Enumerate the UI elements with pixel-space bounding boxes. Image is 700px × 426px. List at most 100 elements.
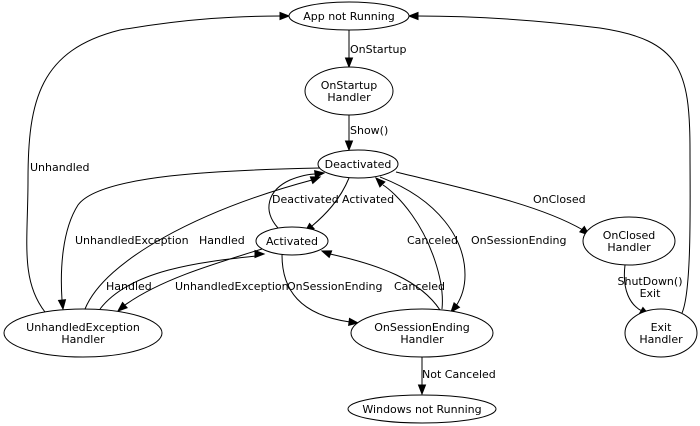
edge-activated-to-onsessionending: [281, 254, 360, 327]
edge-label-onclosed: OnClosed: [533, 193, 586, 206]
edge-label-canceled-inner: Canceled: [394, 280, 445, 293]
edge-label-unhandled-exception-outer: UnhandledException: [75, 234, 189, 247]
edge-activated-to-deactivated-arrowhead: [314, 169, 326, 179]
edge-deactivated-to-activated-line: [311, 177, 350, 227]
edge-label-show-text: Show(): [350, 124, 388, 137]
nodes: App not RunningOnStartupHandlerDeactivat…: [3, 1, 698, 424]
edge-label-onsessionending-inner: OnSessionEnding: [287, 280, 383, 293]
node-deactivated-ellipse: [317, 149, 399, 179]
edge-onstartup-to-deactivated: [344, 115, 354, 152]
edge-deactivated-to-onsessionending-line: [379, 176, 466, 307]
edge-onsessionending-to-windows: [417, 357, 427, 396]
edge-label-canceled-inner-text: Canceled: [394, 280, 445, 293]
edge-label-handled-upper: Handled: [199, 234, 245, 247]
node-onsessionending-handler-ellipse: [350, 308, 494, 358]
node-app-not-running-ellipse: [288, 1, 410, 31]
edge-label-activated-text: Activated: [342, 193, 394, 206]
edge-label-deactivated-text: Deactivated: [272, 193, 339, 206]
node-deactivated: Deactivated: [317, 149, 399, 179]
edge-activated-to-deactivated-line: [268, 173, 317, 229]
edge-onsessionending-to-deactivated-arrowhead: [375, 177, 386, 188]
node-deactivated-label: Deactivated: [325, 158, 392, 171]
edge-activated-to-unhandled-line: [124, 248, 263, 306]
edge-deactivated-to-unhandled: [57, 167, 321, 311]
edge-onsessionending-to-deactivated: [375, 177, 443, 310]
node-onsessionending-handler-label-line-2: Handler: [400, 333, 444, 346]
edge-label-unhandled-exception-inner: UnhandledException: [175, 280, 289, 293]
node-onstartup-handler-label-line-2: Handler: [327, 91, 371, 104]
edge-label-shutdown-exit: ShutDown()Exit: [618, 275, 683, 300]
edge-app-to-onstartup: [344, 30, 354, 69]
edge-activated-to-unhandled-arrowhead: [116, 301, 128, 312]
node-unhandledexception-handler-label-line-2: Handler: [61, 333, 105, 346]
edge-deactivated-to-onclosed-line: [395, 171, 584, 231]
edge-label-onclosed-text: OnClosed: [533, 193, 586, 206]
node-exit-handler-label-line-1: Exit: [651, 321, 673, 334]
edge-label-unhandled-text: Unhandled: [30, 161, 90, 174]
node-app-not-running: App not Running: [288, 1, 410, 31]
edge-label-show: Show(): [350, 124, 388, 137]
edge-label-unhandled-exception-outer-text: UnhandledException: [75, 234, 189, 247]
node-unhandledexception-handler-ellipse: [3, 308, 163, 358]
node-app-not-running-label: App not Running: [303, 10, 395, 23]
edge-label-onsessionending-outer-text: OnSessionEnding: [471, 234, 567, 247]
edge-app-to-onstartup-arrowhead: [344, 57, 354, 69]
node-onclosed-handler-label-line-2: Handler: [607, 241, 651, 254]
edge-label-handled-lower-text: Handled: [106, 280, 152, 293]
edge-unhandled-to-app-arrowhead: [279, 11, 291, 21]
edge-unhandled-to-activated-handled: [99, 249, 266, 310]
edge-label-handled-upper-text: Handled: [199, 234, 245, 247]
node-onstartup-handler-ellipse: [304, 66, 394, 116]
edge-label-canceled-outer-text: Canceled: [407, 234, 458, 247]
edge-unhandled-to-deactivated-handled-line: [84, 179, 313, 310]
node-onstartup-handler-label-line-1: OnStartup: [321, 79, 377, 92]
node-exit-handler-ellipse: [624, 308, 698, 358]
edge-onsessionending-to-activated: [320, 250, 441, 311]
edge-exit-to-app-line: [416, 15, 691, 314]
edge-onclosed-to-exit-line: [623, 264, 643, 312]
edge-unhandled-to-activated-handled-arrowhead: [254, 249, 266, 259]
edge-onsessionending-to-activated-line: [329, 253, 441, 311]
node-windows-not-running-ellipse: [347, 394, 497, 424]
edge-label-canceled-outer: Canceled: [407, 234, 458, 247]
edge-label-shutdown-exit-text-line-2: Exit: [640, 287, 662, 300]
edge-label-activated: Activated: [342, 193, 394, 206]
edge-activated-to-onsessionending-arrowhead: [348, 317, 360, 327]
edge-label-onsessionending-outer: OnSessionEnding: [471, 234, 567, 247]
edge-exit-to-app-arrowhead: [407, 11, 419, 21]
edge-label-onstartup-text: OnStartup: [350, 43, 406, 56]
edge-label-unhandled-exception-inner-text: UnhandledException: [175, 280, 289, 293]
edge-onstartup-to-deactivated-arrowhead: [344, 140, 354, 152]
node-onclosed-handler-ellipse: [582, 216, 676, 266]
edge-deactivated-to-unhandled-arrowhead: [57, 299, 67, 311]
node-activated-ellipse: [255, 226, 329, 256]
edge-activated-to-onsessionending-line: [281, 254, 351, 323]
edge-unhandled-to-deactivated-handled: [84, 176, 322, 310]
node-onclosed-handler-label-line-1: OnClosed: [603, 229, 656, 242]
node-windows-not-running-label: Windows not Running: [362, 403, 481, 416]
node-exit-handler-label-line-2: Handler: [639, 333, 683, 346]
edge-unhandled-to-deactivated-handled-arrowhead: [309, 176, 322, 185]
node-onsessionending-handler-label-line-1: OnSessionEnding: [374, 321, 470, 334]
edge-label-shutdown-exit-text-line-1: ShutDown(): [618, 275, 683, 288]
edge-label-not-canceled: Not Canceled: [422, 368, 496, 381]
node-activated: Activated: [255, 226, 329, 256]
node-windows-not-running: Windows not Running: [347, 394, 497, 424]
edge-deactivated-to-unhandled-line: [60, 167, 321, 301]
edge-label-onstartup: OnStartup: [350, 43, 406, 56]
edge-unhandled-to-app-line: [26, 15, 282, 313]
edge-label-handled-lower: Handled: [106, 280, 152, 293]
edge-exit-to-app: [407, 11, 691, 314]
edge-label-deactivated: Deactivated: [272, 193, 339, 206]
edge-deactivated-to-onsessionending-arrowhead: [450, 301, 461, 314]
edge-activated-to-deactivated: [268, 169, 326, 229]
node-unhandledexception-handler-label-line-1: UnhandledException: [26, 321, 140, 334]
edge-label-not-canceled-text: Not Canceled: [422, 368, 496, 381]
